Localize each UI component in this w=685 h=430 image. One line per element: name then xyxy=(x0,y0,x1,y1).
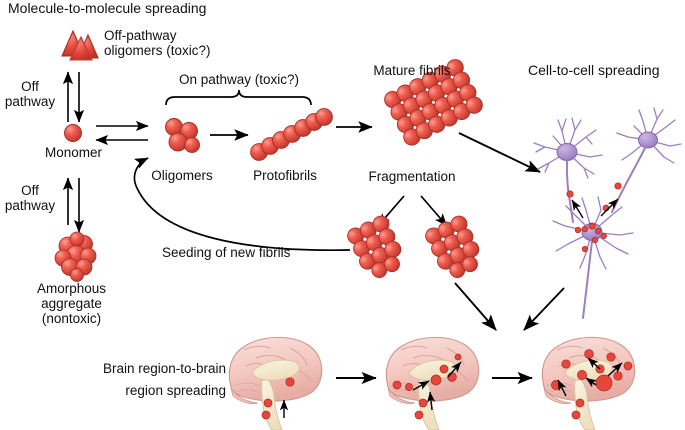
label-monomer: Monomer xyxy=(44,145,103,160)
neuron-aggregates xyxy=(566,182,622,253)
label-off-pathway-oligomers: Off-pathway oligomers (toxic?) xyxy=(104,28,211,58)
label-protofibrils: Protofibrils xyxy=(253,168,317,183)
fibril-fragment-left-icon xyxy=(347,215,402,278)
off-pathway-arrows-lower xyxy=(62,177,85,233)
brain-stage-3 xyxy=(541,336,636,430)
neuron-upper-right xyxy=(611,107,682,213)
label-brain-region-spreading: Brain region-to-brain region spreading xyxy=(102,361,226,398)
monomer-oligomer-equilibrium-arrows xyxy=(95,120,149,146)
label-amorphous-aggregate: Amorphous aggregate (nontoxic) xyxy=(36,281,107,326)
label-on-pathway: On pathway (toxic?) xyxy=(178,72,300,87)
brain-stage-2 xyxy=(385,336,480,430)
neuron-transfer-arrows xyxy=(571,198,619,219)
label-off-pathway-upper: Off pathway xyxy=(4,79,56,109)
amorphous-aggregate-icon xyxy=(54,231,97,282)
arrows-to-brain-stage-3 xyxy=(454,282,565,331)
neuron-network xyxy=(533,107,682,319)
off-pathway-oligomers-icon xyxy=(61,29,99,61)
label-fragmentation: Fragmentation xyxy=(368,169,456,184)
label-seeding-of-new-fibrils: Seeding of new fibrils xyxy=(162,245,291,260)
oligomers-icon xyxy=(165,118,200,153)
monomer-icon xyxy=(64,124,82,142)
label-off-pathway-lower: Off pathway xyxy=(4,183,56,213)
title-cell-to-cell: Cell-to-cell spreading xyxy=(528,62,660,78)
label-oligomers: Oligomers xyxy=(151,168,213,183)
label-mature-fibrils: Mature fibrils xyxy=(373,63,451,78)
protofibrils-icon xyxy=(250,108,333,161)
neuron-lower-center xyxy=(552,196,634,319)
brain-stage-1 xyxy=(228,336,323,430)
fragmentation-arrows xyxy=(377,195,448,227)
fibril-fragment-right-icon xyxy=(425,215,480,278)
arrow-fibrils-to-neurons xyxy=(458,132,541,173)
on-pathway-brace xyxy=(165,89,312,106)
neuron-upper-left xyxy=(533,117,603,223)
title-molecule-to-molecule: Molecule-to-molecule spreading xyxy=(8,0,207,16)
off-pathway-arrows-upper xyxy=(62,71,85,123)
